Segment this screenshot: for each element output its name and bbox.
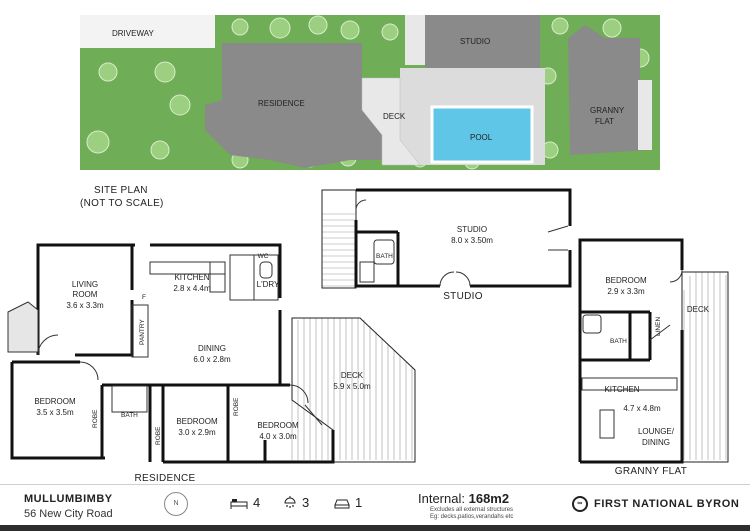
granny-site-label-2: FLAT bbox=[595, 117, 614, 126]
bed2-dim: 3.0 x 2.9m bbox=[178, 428, 216, 437]
dining-name: DINING bbox=[198, 344, 226, 353]
residence-caption: RESIDENCE bbox=[134, 473, 195, 484]
residence-deck-hatch bbox=[291, 318, 413, 460]
deck-site-label: DECK bbox=[383, 112, 406, 121]
studio-plan: STUDIO 8.0 x 3.50m BATH STUDIO bbox=[321, 188, 572, 302]
bath-count: 3 bbox=[283, 495, 309, 510]
agency-logo-icon: ∞ bbox=[572, 496, 588, 512]
bed3-dim: 4.0 x 3.0m bbox=[259, 432, 297, 441]
bed-count: 4 bbox=[230, 495, 260, 510]
area-note-1: Excludes all external structures bbox=[430, 507, 514, 513]
granny-deck bbox=[638, 80, 652, 150]
robe3-label: ROBE bbox=[233, 397, 240, 416]
granny-deck-outline bbox=[681, 271, 729, 463]
robe2-label: ROBE bbox=[155, 426, 162, 445]
bed-icon bbox=[230, 498, 248, 509]
studio-name: STUDIO bbox=[457, 225, 487, 234]
granny-bed-dim: 2.9 x 3.3m bbox=[607, 287, 645, 296]
internal-value: 168m2 bbox=[468, 491, 510, 506]
pool bbox=[430, 105, 534, 164]
bed1-dim: 3.5 x 3.5m bbox=[36, 408, 74, 417]
site-plan: DRIVEWAY STUDIO RESIDENCE DECK POOL GRAN… bbox=[80, 15, 660, 209]
granny-bath-label: BATH bbox=[610, 338, 627, 345]
granny-kitchen-name: KITCHEN bbox=[604, 385, 639, 394]
driveway-label: DRIVEWAY bbox=[112, 29, 154, 38]
deck-dim: 5.9 x 5.0m bbox=[333, 382, 371, 391]
studio-deck-hatch bbox=[322, 213, 355, 287]
granny-deck-label: DECK bbox=[687, 305, 710, 314]
linen-label: LINEN bbox=[655, 317, 662, 336]
lounge-label-2: DINING bbox=[642, 438, 670, 447]
deck-name: DECK bbox=[341, 371, 364, 380]
fridge-label: F bbox=[142, 294, 146, 301]
cars-value: 1 bbox=[355, 495, 363, 510]
wc-label: WC bbox=[258, 253, 269, 260]
bed1-name: BEDROOM bbox=[34, 397, 76, 406]
driveway bbox=[80, 15, 215, 48]
disclaimer-strip bbox=[0, 525, 750, 531]
internal-area: Internal: 168m2 bbox=[418, 491, 509, 506]
robe1-label: ROBE bbox=[92, 409, 99, 428]
shower-icon bbox=[284, 495, 296, 508]
area-note-2: Eg: decks,patios,verandahs etc bbox=[430, 514, 514, 520]
studio-deck-outline bbox=[321, 189, 357, 289]
kitchen-name: KITCHEN bbox=[174, 273, 209, 282]
granny-site-label-1: GRANNY bbox=[590, 106, 625, 115]
floor-plan-drawing: DRIVEWAY STUDIO RESIDENCE DECK POOL GRAN… bbox=[7, 15, 729, 484]
suburb-name: MULLUMBIMBY bbox=[24, 493, 113, 505]
granny-flat-caption: GRANNY FLAT bbox=[615, 466, 687, 477]
living-name-1: LIVING bbox=[72, 280, 98, 289]
granny-flat-roof bbox=[568, 25, 650, 155]
res-bath-label: BATH bbox=[121, 412, 138, 419]
granny-walls bbox=[578, 238, 684, 464]
residence-walls bbox=[10, 243, 335, 464]
granny-deck-hatch bbox=[683, 272, 727, 460]
residence-fittings bbox=[37, 254, 323, 426]
pantry-label: PANTRY bbox=[139, 319, 146, 345]
studio-bath-label: BATH bbox=[376, 253, 393, 260]
residence-site-label: RESIDENCE bbox=[258, 99, 305, 108]
car-icon bbox=[334, 499, 350, 508]
site-plan-caption: SITE PLAN bbox=[94, 185, 148, 196]
street-address: 56 New City Road bbox=[24, 508, 113, 520]
kitchen-dim: 2.8 x 4.4m bbox=[173, 284, 211, 293]
north-compass-icon: N bbox=[164, 492, 188, 516]
studio-walls bbox=[354, 188, 572, 288]
deck bbox=[361, 77, 421, 166]
dining-dim: 6.0 x 2.8m bbox=[193, 355, 231, 364]
studio-dim: 8.0 x 3.50m bbox=[451, 236, 493, 245]
studio-roof bbox=[425, 15, 540, 68]
agency-brand: ∞ FIRST NATIONAL BYRON bbox=[572, 496, 739, 512]
living-dim: 3.6 x 3.3m bbox=[66, 301, 104, 310]
bed3-name: BEDROOM bbox=[257, 421, 299, 430]
footer-bar: MULLUMBIMBY 56 New City Road N 4 3 1 Int… bbox=[0, 484, 750, 531]
granny-fittings bbox=[581, 269, 683, 439]
laundry-label: L'DRY bbox=[257, 280, 280, 289]
beds-value: 4 bbox=[253, 495, 261, 510]
granny-kitchen-dim: 4.7 x 4.8m bbox=[623, 404, 661, 413]
residence-roof bbox=[205, 43, 382, 168]
studio-deck bbox=[405, 15, 425, 65]
agency-name: FIRST NATIONAL BYRON bbox=[594, 498, 740, 510]
pool-label: POOL bbox=[470, 133, 493, 142]
living-name-2: ROOM bbox=[73, 290, 98, 299]
granny-flat-plan: BEDROOM 2.9 x 3.3m DECK LINEN BATH KITCH… bbox=[578, 238, 729, 477]
baths-value: 3 bbox=[302, 495, 310, 510]
granny-bed-name: BEDROOM bbox=[605, 276, 647, 285]
residence-plan: LIVING ROOM 3.6 x 3.3m KITCHEN 2.8 x 4.4… bbox=[7, 243, 416, 484]
not-to-scale-caption: (NOT TO SCALE) bbox=[80, 198, 164, 209]
bed2-name: BEDROOM bbox=[176, 417, 218, 426]
residence-deck-outline bbox=[291, 317, 416, 463]
studio-site-label: STUDIO bbox=[460, 37, 490, 46]
internal-label: Internal: bbox=[418, 491, 465, 506]
lounge-label-1: LOUNGE/ bbox=[638, 427, 675, 436]
studio-fittings bbox=[355, 199, 569, 287]
bay-window bbox=[7, 301, 39, 353]
studio-caption: STUDIO bbox=[443, 291, 483, 302]
car-count: 1 bbox=[334, 495, 362, 510]
trees bbox=[86, 15, 650, 170]
